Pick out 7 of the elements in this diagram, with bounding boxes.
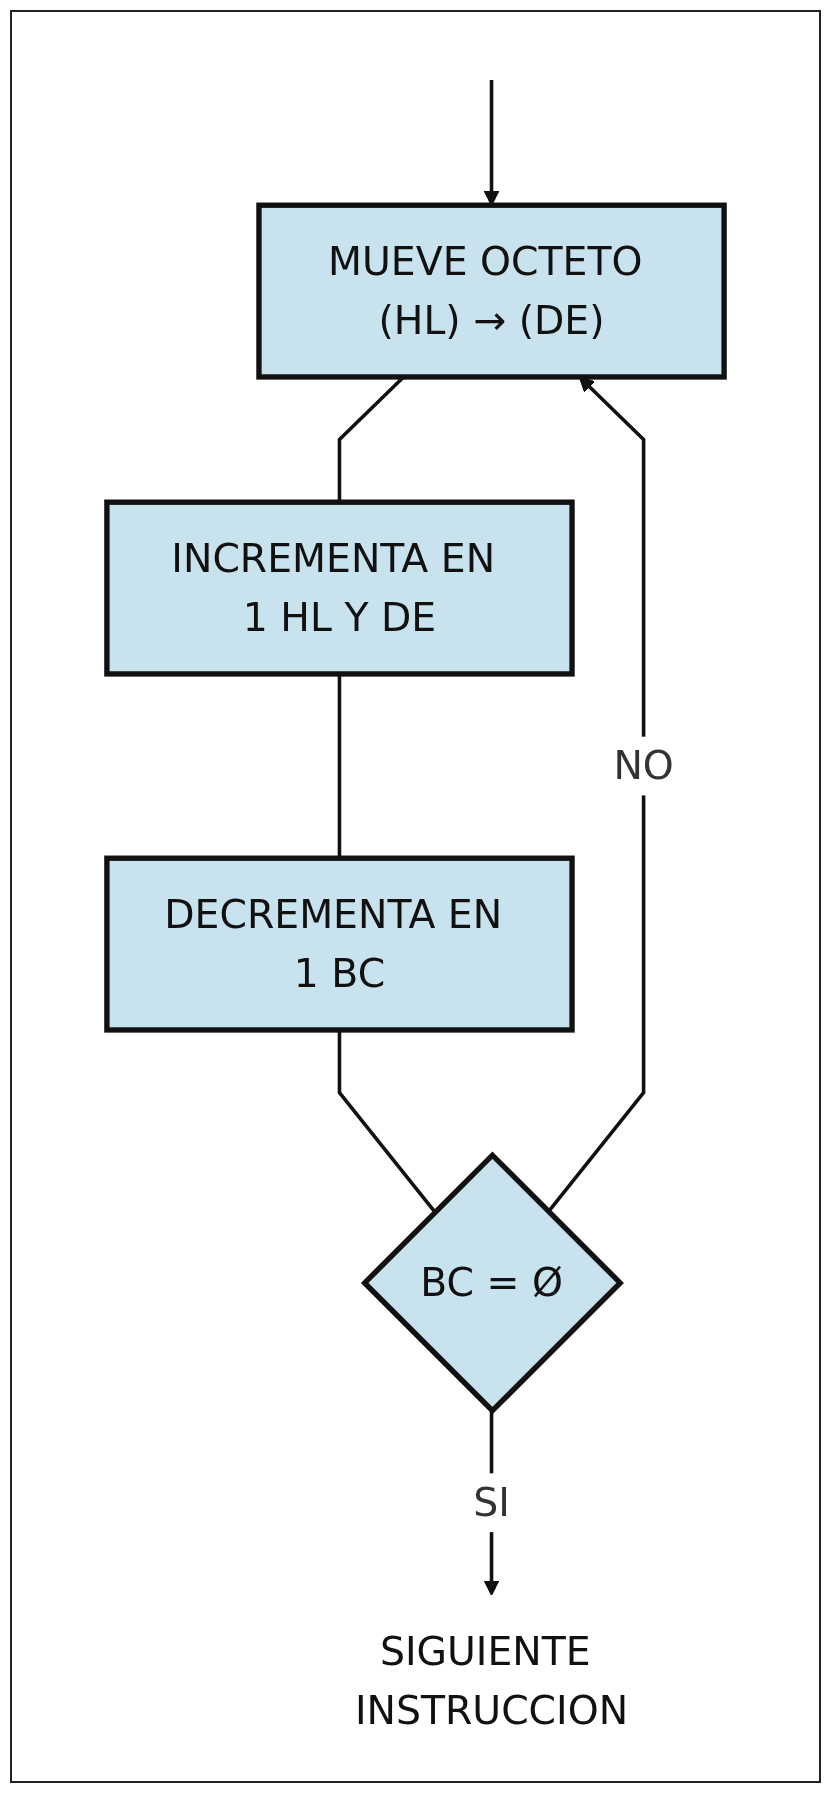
node-diamond: BC = Ø [360, 1151, 624, 1415]
edge-label: SI [473, 1480, 510, 1526]
node-box: DECREMENTA EN 1 BC [104, 855, 575, 1033]
node-text: SIGUIENTE INSTRUCCION [354, 1628, 629, 1733]
node-box: MUEVE OCTETO (HL) → (DE) [256, 202, 727, 380]
edge-label: NO [613, 743, 674, 789]
node-box: INCREMENTA EN 1 HL Y DE [104, 499, 575, 677]
